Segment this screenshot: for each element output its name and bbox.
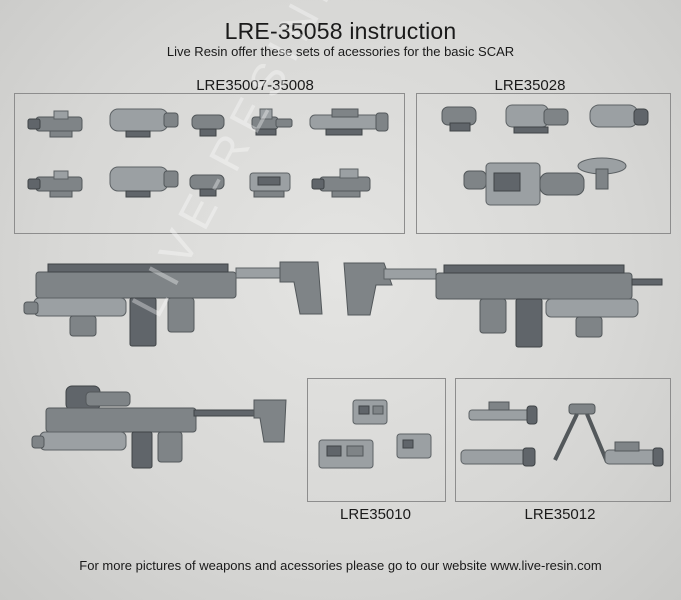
thermal-sight-image (463, 157, 627, 206)
scar-rifle-compact-illustration (31, 385, 287, 469)
lasers-set-panel (307, 378, 446, 502)
optics-set-illustration (27, 108, 389, 198)
optics-set-panel (14, 93, 405, 234)
lasers-set-illustration (318, 399, 432, 469)
page-subtitle: Live Resin offer these sets of acessorie… (166, 44, 515, 59)
scar-rifle-right-illustration (343, 262, 663, 348)
website-footer: For more pictures of weapons and acessor… (79, 558, 602, 573)
holographic-sight-image (249, 172, 291, 198)
magnifier-image (191, 114, 225, 137)
flashlight-image (468, 401, 538, 425)
sights-set-illustration (441, 104, 649, 206)
eotech-magnifier-combo-image (505, 104, 569, 134)
acog-scope-2-image (27, 170, 83, 198)
elcan-scope-image (109, 108, 179, 138)
aimpoint-sight-image (441, 106, 477, 132)
peq-laser-compact-image (396, 433, 432, 459)
peq-laser-large-image (318, 439, 374, 469)
weapon-light-image (460, 447, 536, 467)
long-scope-image (309, 108, 389, 136)
elcan-scope-2-image (109, 166, 179, 198)
laser-light-combo-image (604, 441, 664, 467)
magnifier-2-image (189, 174, 225, 197)
bipod-image (553, 403, 609, 463)
red-dot-sight-image (251, 108, 293, 136)
acog-scope-image (27, 110, 83, 138)
sights-set-panel (416, 93, 671, 234)
sights-set-label: LRE35028 (494, 77, 566, 94)
acog-rmr-scope-image (311, 168, 371, 198)
lights-set-panel (455, 378, 671, 502)
optics-set-label: LRE35007-35008 (196, 77, 314, 94)
lights-set-illustration (460, 401, 664, 467)
night-vision-scope-image (589, 104, 649, 128)
lights-set-label: LRE35012 (524, 506, 596, 523)
lasers-set-label: LRE35010 (340, 506, 411, 523)
peq-laser-small-image (352, 399, 388, 425)
page-title: LRE-35058 instruction (224, 18, 457, 44)
scar-rifle-left-illustration (23, 261, 323, 347)
